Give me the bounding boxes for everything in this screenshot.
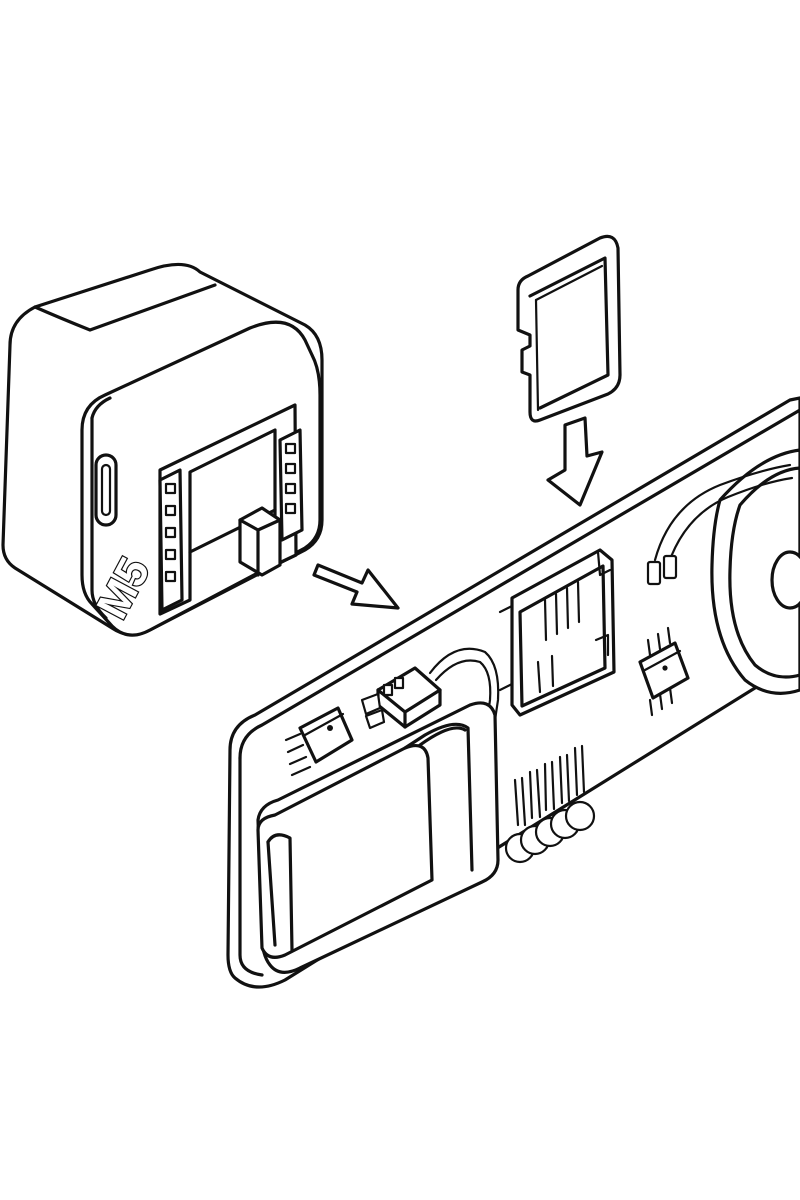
speaker <box>646 448 800 695</box>
ic-chip-left <box>284 706 354 777</box>
arrow-right-down-icon <box>312 563 400 610</box>
pin-header-left <box>158 468 184 612</box>
spring-coil <box>504 744 596 864</box>
microsd-card <box>516 234 622 423</box>
ic-chip-right <box>638 626 690 717</box>
main-board <box>226 396 800 989</box>
pin-header-right <box>278 428 304 542</box>
arrow-down-icon <box>546 416 604 507</box>
microsd-slot <box>498 548 616 717</box>
core-module: M5 <box>1 262 324 637</box>
battery <box>256 701 500 974</box>
connector <box>360 647 500 730</box>
